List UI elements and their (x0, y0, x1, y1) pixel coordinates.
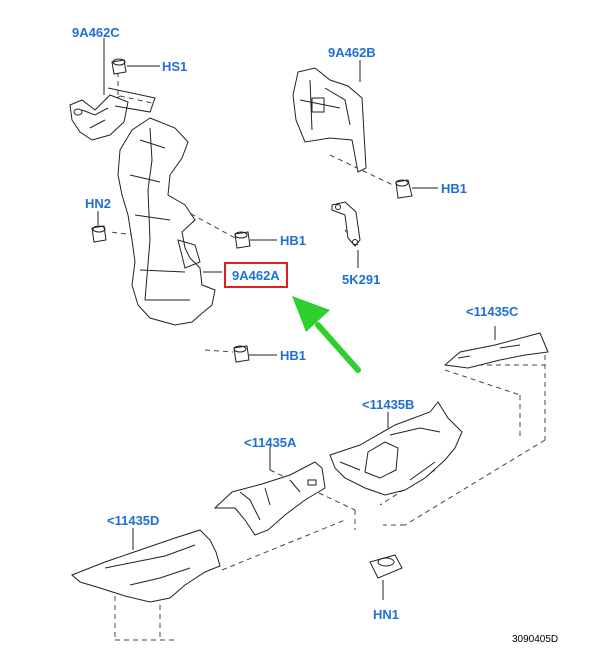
label-hs1: HS1 (162, 59, 188, 74)
label-hn1: HN1 (373, 607, 400, 622)
heat-shield-11435a (213, 445, 326, 536)
heat-shield-11435b (329, 401, 463, 496)
label-9a462a-highlighted: 9A462A (224, 262, 288, 288)
heat-shield-11435c (443, 326, 549, 369)
heat-shield-9a462b (292, 60, 367, 173)
label-11435d: <11435D (107, 513, 160, 528)
label-hb1-right: HB1 (441, 181, 468, 196)
label-9a462b: 9A462B (328, 45, 376, 60)
bolt-hs1 (111, 58, 160, 75)
bracket-5k291 (331, 201, 361, 268)
nut-hn2 (91, 211, 107, 243)
label-11435b: <11435B (362, 397, 415, 412)
label-hn2: HN2 (85, 196, 112, 211)
label-hb1-mid: HB1 (280, 233, 307, 248)
label-5k291: 5K291 (342, 272, 381, 287)
bracket-9a462c (69, 87, 156, 141)
label-11435a: <11435A (244, 435, 297, 450)
label-hb1-lower: HB1 (280, 348, 307, 363)
label-9a462c: 9A462C (72, 25, 120, 40)
label-11435c: <11435C (466, 304, 519, 319)
pointer-arrow-icon (292, 296, 361, 373)
bolt-hb1-right (395, 179, 438, 199)
nut-hn1 (369, 554, 403, 600)
bolt-hb1-mid (234, 231, 277, 249)
heat-shield-9a462a (117, 117, 216, 326)
heat-shield-11435d (71, 528, 221, 603)
figure-code: 3090405D (512, 634, 559, 645)
bolt-hb1-lower (233, 345, 277, 363)
